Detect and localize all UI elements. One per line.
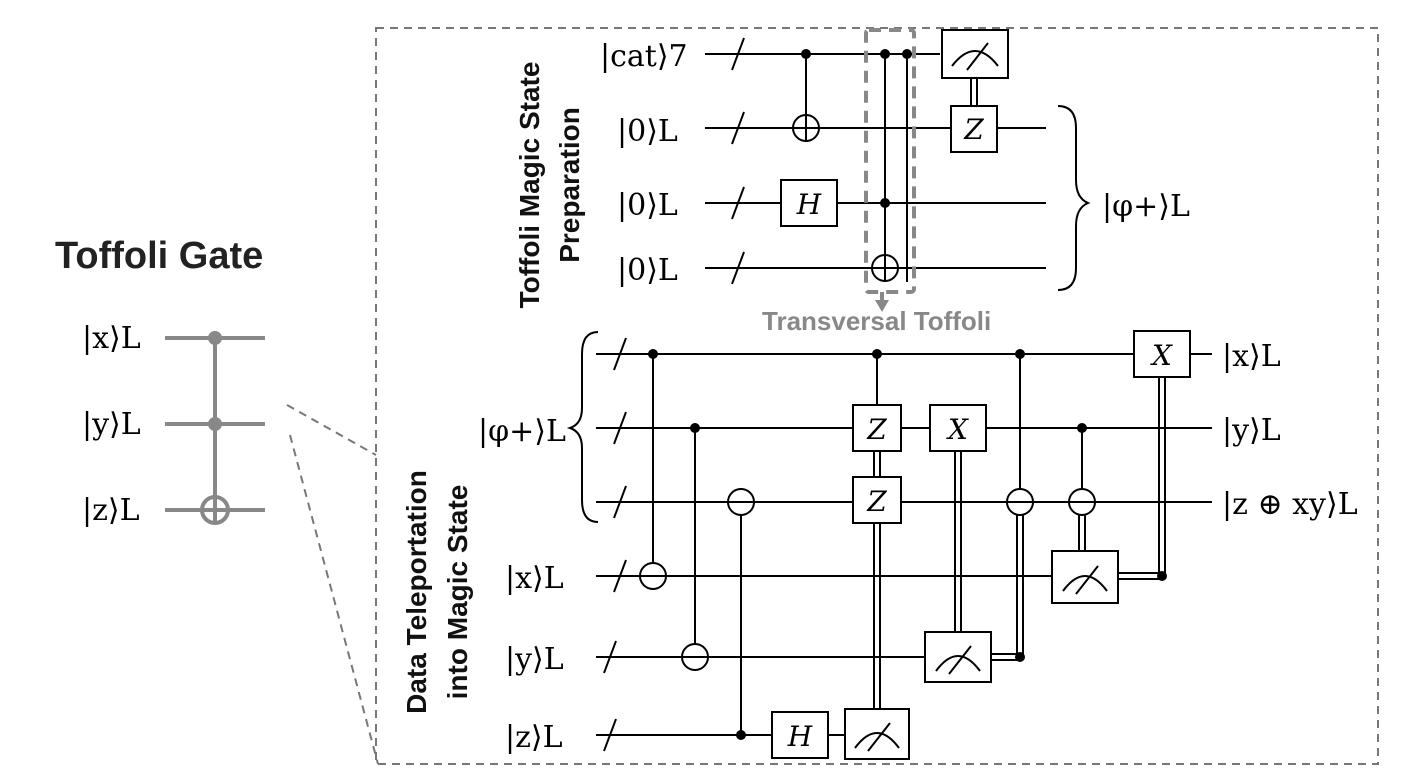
tele-input-z: |z⟩L bbox=[505, 720, 563, 755]
zoom-guide-upper bbox=[286, 404, 377, 456]
toffoli-input-y: |y⟩L bbox=[82, 407, 141, 442]
tele-bundle-slash bbox=[613, 337, 627, 371]
tele-meas-x-needle bbox=[1075, 565, 1099, 595]
prep-bundle-slash bbox=[731, 37, 745, 71]
prep-bundle-slash bbox=[731, 111, 745, 145]
tele-output-x: |x⟩L bbox=[1222, 339, 1281, 374]
tele-ccz-control bbox=[872, 349, 882, 359]
tele-x-gate-m2 bbox=[929, 404, 987, 452]
tele-input-x: |x⟩L bbox=[505, 561, 564, 596]
tele-bundle-slash bbox=[603, 640, 617, 674]
tele-h-gate-label: H bbox=[787, 720, 813, 753]
transversal-toffoli-arrowhead bbox=[875, 300, 889, 312]
prep-section-title-line2: Preparation bbox=[554, 107, 585, 263]
prep-z-gate bbox=[950, 105, 998, 153]
tele-h-gate bbox=[771, 711, 829, 759]
tele-z-gate-1-label: Z bbox=[866, 413, 887, 446]
tele-bundle-slash bbox=[613, 411, 627, 445]
tele-cnot2-control bbox=[690, 423, 700, 433]
prep-output-brace bbox=[1057, 105, 1091, 291]
toffoli-input-x: |x⟩L bbox=[82, 321, 141, 356]
prep-z-gate-label: Z bbox=[963, 113, 984, 146]
prep-toffoli-control bbox=[880, 198, 890, 208]
tele-x-gate-m1 bbox=[1133, 330, 1191, 378]
toffoli-control-y bbox=[208, 417, 222, 431]
teleport-circuit: H Z Z X bbox=[566, 330, 1212, 760]
expanded-circuit-frame bbox=[375, 27, 1379, 765]
transversal-toffoli-label: Transversal Toffoli bbox=[762, 306, 991, 336]
tele-bundle-slash bbox=[613, 485, 627, 519]
tele-meas-z-needle bbox=[867, 722, 891, 752]
toffoli-gate-circuit bbox=[165, 331, 265, 525]
tele-cnot5-control bbox=[1077, 423, 1087, 433]
prep-input-0b: |0⟩L bbox=[617, 188, 678, 223]
prep-meter-needle bbox=[966, 42, 989, 71]
prep-toffoli-control-cat bbox=[902, 49, 912, 59]
tele-input-brace bbox=[566, 331, 599, 523]
tele-x-gate-m2-label: X bbox=[946, 413, 969, 446]
tele-meas-x-arc bbox=[1062, 575, 1108, 592]
tele-bundle-slash bbox=[613, 559, 627, 593]
zoom-guide-lower bbox=[289, 434, 379, 765]
prep-circuit: H Z bbox=[705, 28, 1091, 312]
prep-bundle-slash bbox=[731, 251, 745, 285]
tele-meas-y-arc bbox=[935, 655, 981, 672]
tele-output-z-xor-xy: |z ⊕ xy⟩L bbox=[1222, 487, 1358, 522]
tele-input-y: |y⟩L bbox=[505, 642, 564, 677]
prep-section-title-line1: Toffoli Magic State bbox=[514, 62, 545, 309]
transversal-toffoli-highlight bbox=[864, 28, 916, 294]
prep-bundle-slash bbox=[731, 186, 745, 220]
tele-z-gate-2 bbox=[852, 476, 902, 524]
prep-meter-arc bbox=[951, 50, 999, 67]
prep-toffoli-control-cat bbox=[880, 49, 890, 59]
prep-input-cat: |cat⟩7 bbox=[600, 39, 688, 74]
prep-h-gate bbox=[780, 179, 838, 227]
tele-output-y: |y⟩L bbox=[1222, 413, 1281, 448]
prep-output-label: |φ+⟩L bbox=[1102, 189, 1190, 224]
prep-h-gate-label: H bbox=[796, 188, 822, 221]
tele-x-gate-m1-label: X bbox=[1150, 339, 1173, 372]
tele-bundle-slash bbox=[603, 718, 617, 752]
prep-cnot-control bbox=[801, 49, 811, 59]
tele-z-gate-1 bbox=[852, 404, 902, 452]
prep-input-0c: |0⟩L bbox=[617, 253, 678, 288]
tele-meas-y-needle bbox=[948, 645, 972, 675]
prep-input-0a: |0⟩L bbox=[617, 114, 678, 149]
toffoli-input-z: |z⟩L bbox=[82, 493, 140, 528]
teleport-section-title-line1: Data Teleportation bbox=[401, 470, 432, 714]
toffoli-control-x bbox=[208, 331, 222, 345]
tele-cnot3-control bbox=[736, 730, 746, 740]
prep-measurement bbox=[941, 29, 1009, 79]
tele-cnot4-control bbox=[1015, 349, 1025, 359]
tele-magic-input-label: |φ+⟩L bbox=[478, 414, 566, 449]
toffoli-gate-title: Toffoli Gate bbox=[55, 235, 263, 277]
teleport-section-title-line2: into Magic State bbox=[442, 485, 473, 700]
tele-meas-z-arc bbox=[854, 732, 900, 749]
tele-cnot1-control bbox=[648, 349, 658, 359]
tele-z-gate-2-label: Z bbox=[866, 485, 887, 518]
